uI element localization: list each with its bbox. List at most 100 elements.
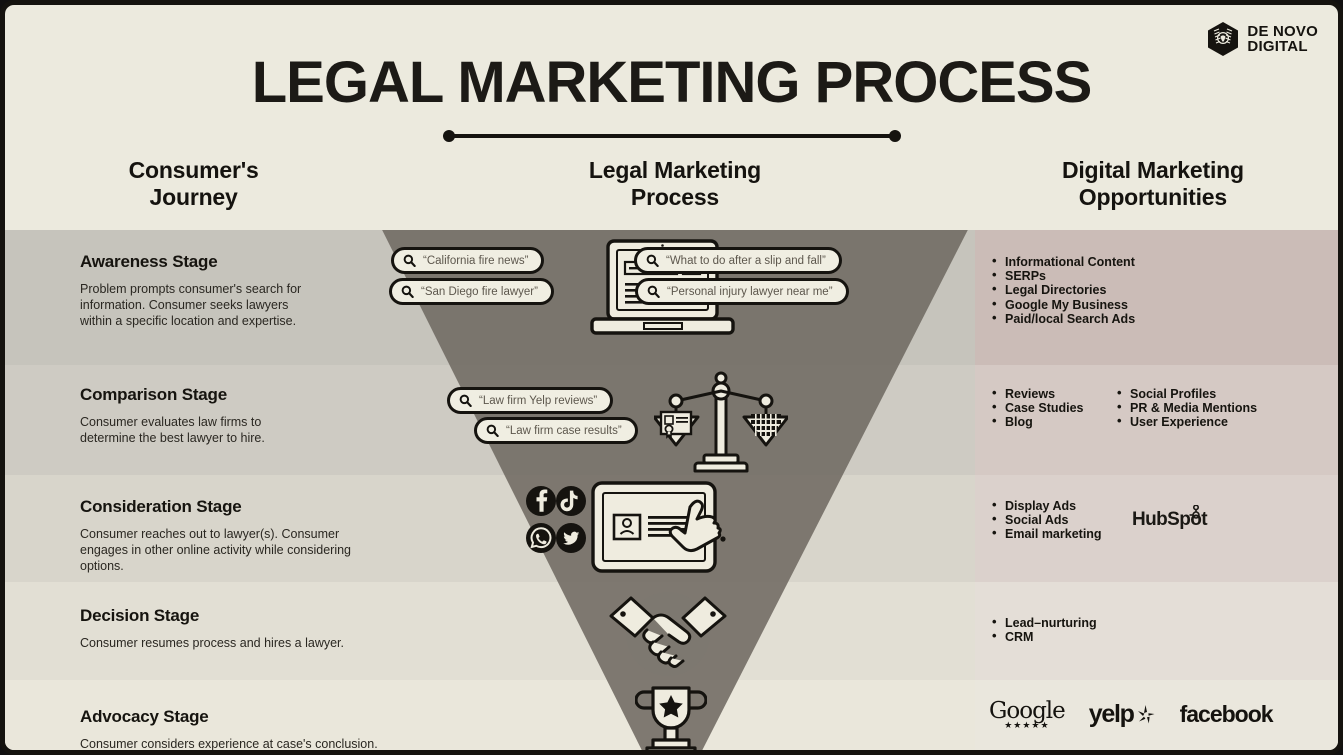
stage-description: Consumer considers experience at case's … (80, 737, 378, 751)
list-item: Blog (992, 414, 1117, 429)
col-head-line2: Process (630, 184, 720, 210)
list-item: Paid/local Search Ads (992, 311, 1338, 326)
facebook-icon (526, 486, 556, 516)
hubspot-logo-text: HubSpot (1132, 509, 1208, 530)
stage-description: Problem prompts consumer's search for in… (80, 282, 302, 328)
page-title: LEGAL MARKETING PROCESS (251, 50, 1093, 115)
opportunities-decision: Lead–nurturing CRM (975, 582, 1338, 680)
list-item: Social Profiles (1117, 386, 1257, 401)
google-logo-text: Google (989, 698, 1066, 724)
trophy-icon (635, 686, 707, 750)
opportunities-awareness: Informational Content SERPs Legal Direct… (975, 230, 1338, 365)
stage-row-awareness: Awareness Stage Problem prompts consumer… (5, 230, 1338, 365)
tablet-form-hand-icon (591, 481, 726, 573)
list-item: User Experience (1117, 414, 1257, 429)
stage-text-decision: Decision Stage Consumer resumes process … (5, 582, 385, 680)
stage-title: Comparison Stage (80, 385, 227, 404)
opportunity-list-col1: Reviews Case Studies Blog (992, 386, 1117, 430)
stage-title: Advocacy Stage (80, 707, 209, 726)
col-head-line1: Consumer's (128, 157, 259, 183)
list-item: Lead–nurturing (992, 615, 1338, 630)
stage-title: Awareness Stage (80, 252, 218, 271)
scales-of-justice-icon (654, 371, 788, 473)
hubspot-logo: HubSpot (1132, 505, 1208, 531)
search-icon (403, 254, 416, 267)
stage-graphic-comparison: “Law firm Yelp reviews” “Law firm case r… (385, 365, 975, 475)
search-pill[interactable]: “California fire news” (391, 247, 545, 274)
stage-description: Consumer reaches out to lawyer(s). Consu… (80, 527, 351, 573)
search-icon (647, 285, 660, 298)
column-header-consumer-journey: Consumer's Journey (5, 157, 382, 211)
stage-row-advocacy: Advocacy Stage Consumer considers experi… (5, 680, 1338, 750)
brand-logo: DE NOVO DIGITAL (1206, 21, 1318, 57)
stage-graphic-advocacy (385, 680, 975, 750)
search-pill[interactable]: “What to do after a slip and fall” (634, 247, 842, 274)
list-item: Social Ads (992, 512, 1132, 527)
brand-logo-line1: DE NOVO (1247, 23, 1318, 40)
opportunity-list: Lead–nurturing CRM (992, 615, 1338, 644)
col-head-line2: Journey (149, 184, 238, 210)
stage-description: Consumer evaluates law firms to determin… (80, 415, 265, 445)
yelp-logo: yelp (1089, 700, 1156, 729)
social-icons-group (526, 486, 586, 553)
column-header-digital-marketing-opportunities: Digital Marketing Opportunities (968, 157, 1338, 211)
search-pill[interactable]: “San Diego fire lawyer” (389, 278, 554, 305)
list-item: Legal Directories (992, 282, 1338, 297)
stage-description: Consumer resumes process and hires a law… (80, 636, 345, 650)
list-item: CRM (992, 629, 1338, 644)
search-pill-text: “Law firm case results” (506, 424, 622, 437)
search-pill-text: “San Diego fire lawyer” (421, 285, 538, 298)
search-pill-text: “What to do after a slip and fall” (666, 254, 826, 267)
stage-text-consideration: Consideration Stage Consumer reaches out… (5, 475, 385, 582)
stage-text-comparison: Comparison Stage Consumer evaluates law … (5, 365, 385, 475)
list-item: SERPs (992, 268, 1338, 283)
header: DE NOVO DIGITAL LEGAL MARKETING PROCESS … (5, 5, 1338, 230)
title-divider (442, 130, 901, 142)
search-pill[interactable]: “Law firm case results” (474, 417, 638, 444)
opportunities-comparison: Reviews Case Studies Blog Social Profile… (975, 365, 1338, 475)
list-item: Email marketing (992, 526, 1132, 541)
list-item: Case Studies (992, 400, 1117, 415)
column-headers: Consumer's Journey Legal Marketing Proce… (5, 157, 1338, 211)
row-bg-right (975, 680, 1338, 750)
stage-row-consideration: Consideration Stage Consumer reaches out… (5, 475, 1338, 582)
hexagon-lion-icon (1208, 22, 1239, 56)
column-header-legal-marketing-process: Legal Marketing Process (382, 157, 968, 211)
divider-dot-right (888, 130, 901, 142)
stage-rows: Awareness Stage Problem prompts consumer… (5, 230, 1338, 750)
col-head-line2: Opportunities (1078, 184, 1227, 210)
col-head-line1: Legal Marketing (588, 157, 762, 183)
stage-text-advocacy: Advocacy Stage Consumer considers experi… (5, 680, 385, 750)
stage-text-awareness: Awareness Stage Problem prompts consumer… (5, 230, 385, 365)
tiktok-icon (556, 486, 586, 516)
stage-graphic-decision (385, 582, 975, 680)
search-pill[interactable]: “Law firm Yelp reviews” (447, 387, 614, 414)
opportunity-list: Display Ads Social Ads Email marketing (992, 498, 1132, 542)
whatsapp-icon (526, 523, 556, 553)
search-icon (459, 394, 472, 407)
list-item: Informational Content (992, 254, 1338, 269)
stage-graphic-awareness: “California fire news” “San Diego fire l… (385, 230, 975, 365)
col-head-line1: Digital Marketing (1061, 157, 1244, 183)
hubspot-sprocket-icon (1189, 505, 1200, 519)
stage-title: Consideration Stage (80, 497, 242, 516)
opportunity-list: Informational Content SERPs Legal Direct… (992, 254, 1338, 326)
yelp-logo-text: yelp (1088, 700, 1135, 728)
stage-title: Decision Stage (80, 606, 200, 625)
handshake-icon (609, 592, 727, 676)
facebook-logo-text: facebook (1179, 701, 1274, 727)
list-item: PR & Media Mentions (1117, 400, 1257, 415)
google-stars: ★★★★★ (1004, 720, 1050, 730)
list-item: Reviews (992, 386, 1117, 401)
google-logo: Google ★★★★★ (989, 698, 1066, 731)
yelp-burst-icon (1137, 704, 1155, 723)
search-pill-text: “Law firm Yelp reviews” (479, 394, 598, 407)
review-logos-advocacy: Google ★★★★★ yelp (975, 680, 1338, 750)
search-icon (646, 254, 659, 267)
list-item: Display Ads (992, 498, 1132, 513)
search-pill-text: “Personal injury lawyer near me” (667, 285, 833, 298)
search-pill[interactable]: “Personal injury lawyer near me” (635, 278, 849, 305)
opportunities-consideration: Display Ads Social Ads Email marketing H… (975, 475, 1338, 582)
brand-logo-line2: DIGITAL (1247, 38, 1308, 55)
